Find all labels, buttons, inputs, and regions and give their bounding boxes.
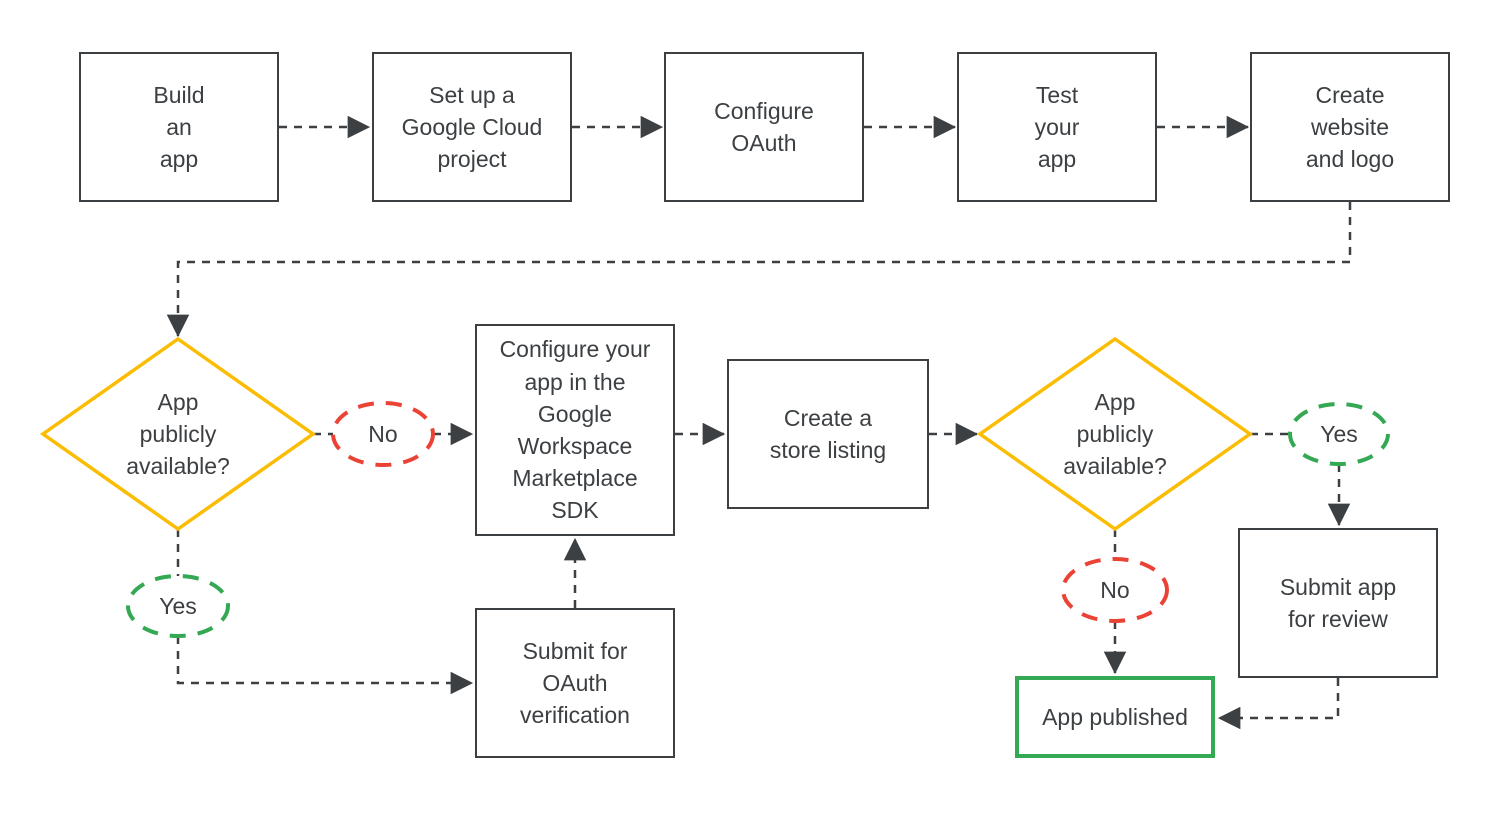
node-submit-app-for-review: Submit app for review — [1238, 528, 1438, 678]
node-build-an-app: Build an app — [79, 52, 279, 202]
no1-label: No — [368, 420, 398, 447]
no2-ellipse-shape — [1061, 557, 1169, 623]
no2-label: No — [1100, 576, 1130, 603]
yes1-ellipse-shape — [126, 574, 230, 638]
decision1-diamond-shape — [39, 336, 317, 532]
node-submit-for-oauth-verification: Submit for OAuth verification — [475, 608, 675, 758]
decision2-label: App publicly available? — [1063, 388, 1167, 480]
node-create-store-listing: Create a store listing — [727, 359, 929, 509]
edge-review-to-published — [1217, 678, 1340, 730]
node-configure-app-in-marketplace-sdk: Configure your app in the Google Workspa… — [475, 324, 675, 536]
yes2-ellipse-shape — [1288, 402, 1390, 466]
edge-yes1-to-oauth-verification — [176, 636, 474, 695]
decision1-label: App publicly available? — [126, 388, 230, 480]
decision2-diamond-shape — [976, 336, 1254, 532]
no1-ellipse-shape — [331, 401, 435, 467]
yes1-label: Yes — [159, 592, 197, 619]
node-app-published: App published — [1015, 676, 1215, 758]
node-configure-oauth: Configure OAuth — [664, 52, 864, 202]
yes2-label: Yes — [1320, 420, 1358, 447]
node-create-website-and-logo: Create website and logo — [1250, 52, 1450, 202]
node-test-your-app: Test your app — [957, 52, 1157, 202]
edge-website-to-decision1 — [166, 202, 1352, 338]
node-set-up-google-cloud-project: Set up a Google Cloud project — [372, 52, 572, 202]
